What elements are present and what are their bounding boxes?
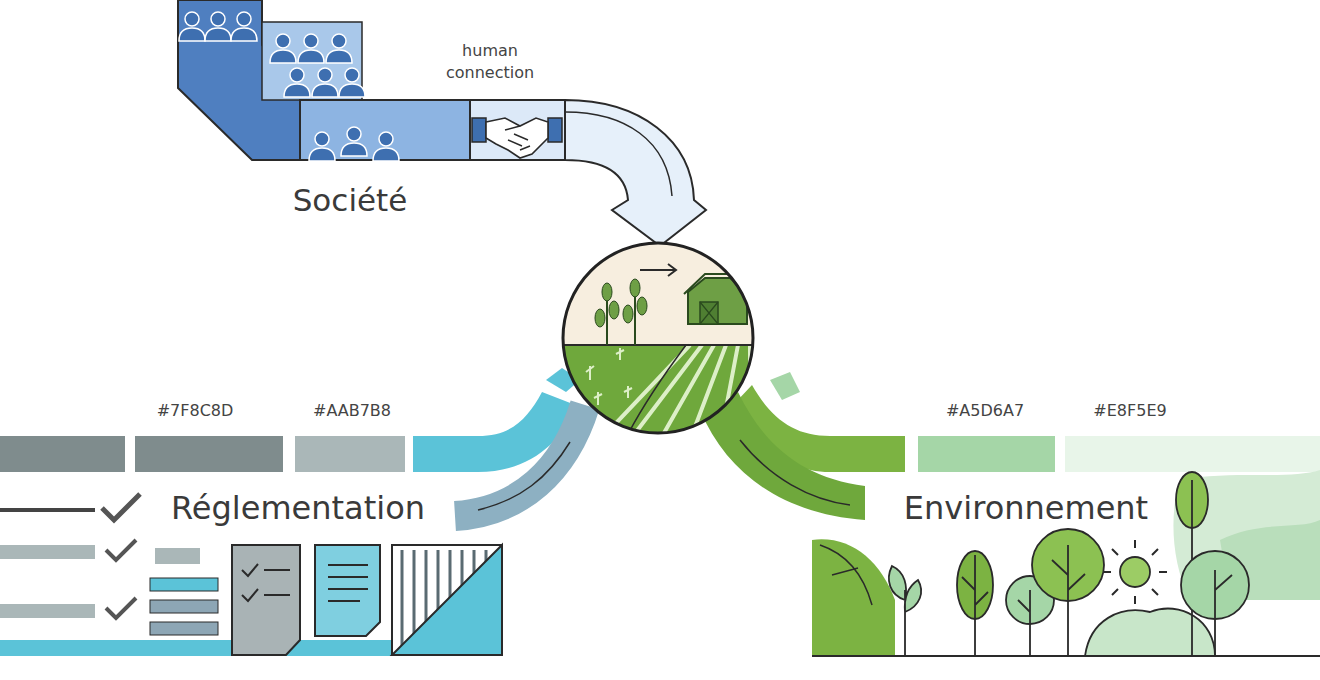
people-icons-part <box>341 127 367 156</box>
checklist-icons-part <box>106 598 136 618</box>
people-icons-part <box>309 132 335 161</box>
annotation-label: human connection <box>425 40 555 85</box>
environment-bars-part <box>740 440 850 505</box>
farm-circle-part-part <box>623 305 633 323</box>
farm-circle-part <box>563 243 753 433</box>
nature-illustration-part <box>1103 540 1167 604</box>
society-band-part <box>300 100 470 160</box>
people-icons-part <box>339 68 365 97</box>
society-band <box>178 0 706 246</box>
handshake-icon-part <box>548 118 562 142</box>
document-icons-part <box>242 564 290 601</box>
environment-bars-part <box>700 392 865 520</box>
document-icons-part <box>392 545 502 655</box>
nature-illustration-part <box>1052 545 1085 656</box>
checklist-icons-part <box>0 545 95 559</box>
nature-illustration-part <box>1018 590 1030 656</box>
checklist-icons-part <box>0 508 95 512</box>
nature-illustration-part <box>1085 609 1215 656</box>
people-icons <box>179 12 399 161</box>
handshake-icon-part <box>472 118 486 142</box>
farm-circle-part-part <box>637 297 647 315</box>
regulation-bars-part <box>478 442 570 510</box>
people-icons-part <box>326 34 352 63</box>
regulation-bars-part <box>295 436 405 472</box>
farm-circle-part-part <box>630 279 640 297</box>
handshake-icon <box>472 118 562 158</box>
checklist-icons-part <box>150 578 218 591</box>
node-title: Société <box>293 182 408 218</box>
farm-circle-part-part <box>560 344 760 346</box>
document-icons-part <box>232 545 300 655</box>
environment-bars-part <box>918 436 1055 472</box>
annotation-label: #AAB7B8 <box>297 400 407 422</box>
handshake-icon-part <box>505 126 530 150</box>
farm-circle-part-part <box>560 240 760 346</box>
checklist-icons-part <box>102 494 140 520</box>
document-icons-part <box>392 545 502 655</box>
annotation-label: #E8F5E9 <box>1075 400 1185 422</box>
society-band-part <box>565 112 672 196</box>
node-label-box: Société <box>240 176 460 224</box>
nature-illustration-part <box>812 655 1320 657</box>
people-icons-part <box>284 68 310 97</box>
checklist-icons-part <box>155 548 200 564</box>
node-title: Environnement <box>904 489 1148 527</box>
society-band-part <box>470 100 565 160</box>
nature-illustration-part <box>812 539 895 656</box>
checklist-icons-part <box>150 600 218 613</box>
people-icons-part <box>179 12 205 41</box>
farm-circle-part-part <box>640 264 676 276</box>
handshake-icon-part <box>486 118 548 158</box>
farm-circle-part-part <box>625 345 686 440</box>
people-icons-part <box>373 132 399 161</box>
checklist-icons-part <box>0 604 95 618</box>
environment-bars-part <box>770 372 800 400</box>
document-icons-part <box>315 545 380 636</box>
farm-circle-part-part <box>700 302 718 324</box>
nature-illustration <box>812 470 1320 656</box>
farm-circle-part-part <box>595 309 605 327</box>
annotation-label: #7F8C8D <box>140 400 250 422</box>
nature-illustration-part <box>962 555 988 656</box>
node-label-box: Environnement <box>876 484 1176 532</box>
farm-circle-part-part <box>602 283 612 301</box>
nature-illustration-part <box>1215 570 1232 656</box>
nature-illustration-part <box>1120 557 1150 587</box>
people-icons-part <box>231 12 257 41</box>
farm-circle-part-part <box>700 302 718 324</box>
node-label-box: Réglementation <box>148 484 448 532</box>
regulation-bars-part <box>135 436 283 472</box>
annotation-label: #A5D6A7 <box>930 400 1040 422</box>
node-title: Réglementation <box>171 489 425 527</box>
people-icons-part <box>312 68 338 97</box>
regulation-bars-part <box>455 405 585 516</box>
document-icons-part <box>328 565 368 601</box>
farm-circle-part-part <box>609 301 619 319</box>
nature-illustration-part <box>889 566 921 656</box>
society-band-part <box>565 100 706 246</box>
document-icons <box>232 545 502 655</box>
environment-bars-part <box>1065 436 1320 472</box>
checklist-icons-part <box>150 622 218 635</box>
farm-circle <box>560 240 780 445</box>
regulation-bars-part <box>0 436 125 472</box>
checklist-icons-part <box>106 540 136 560</box>
people-icons-part <box>298 34 324 63</box>
people-icons-part <box>270 34 296 63</box>
farm-circle-part-part <box>586 348 632 405</box>
nature-illustration-part <box>820 545 872 605</box>
farm-circle-part <box>560 240 780 445</box>
people-icons-part <box>205 12 231 41</box>
